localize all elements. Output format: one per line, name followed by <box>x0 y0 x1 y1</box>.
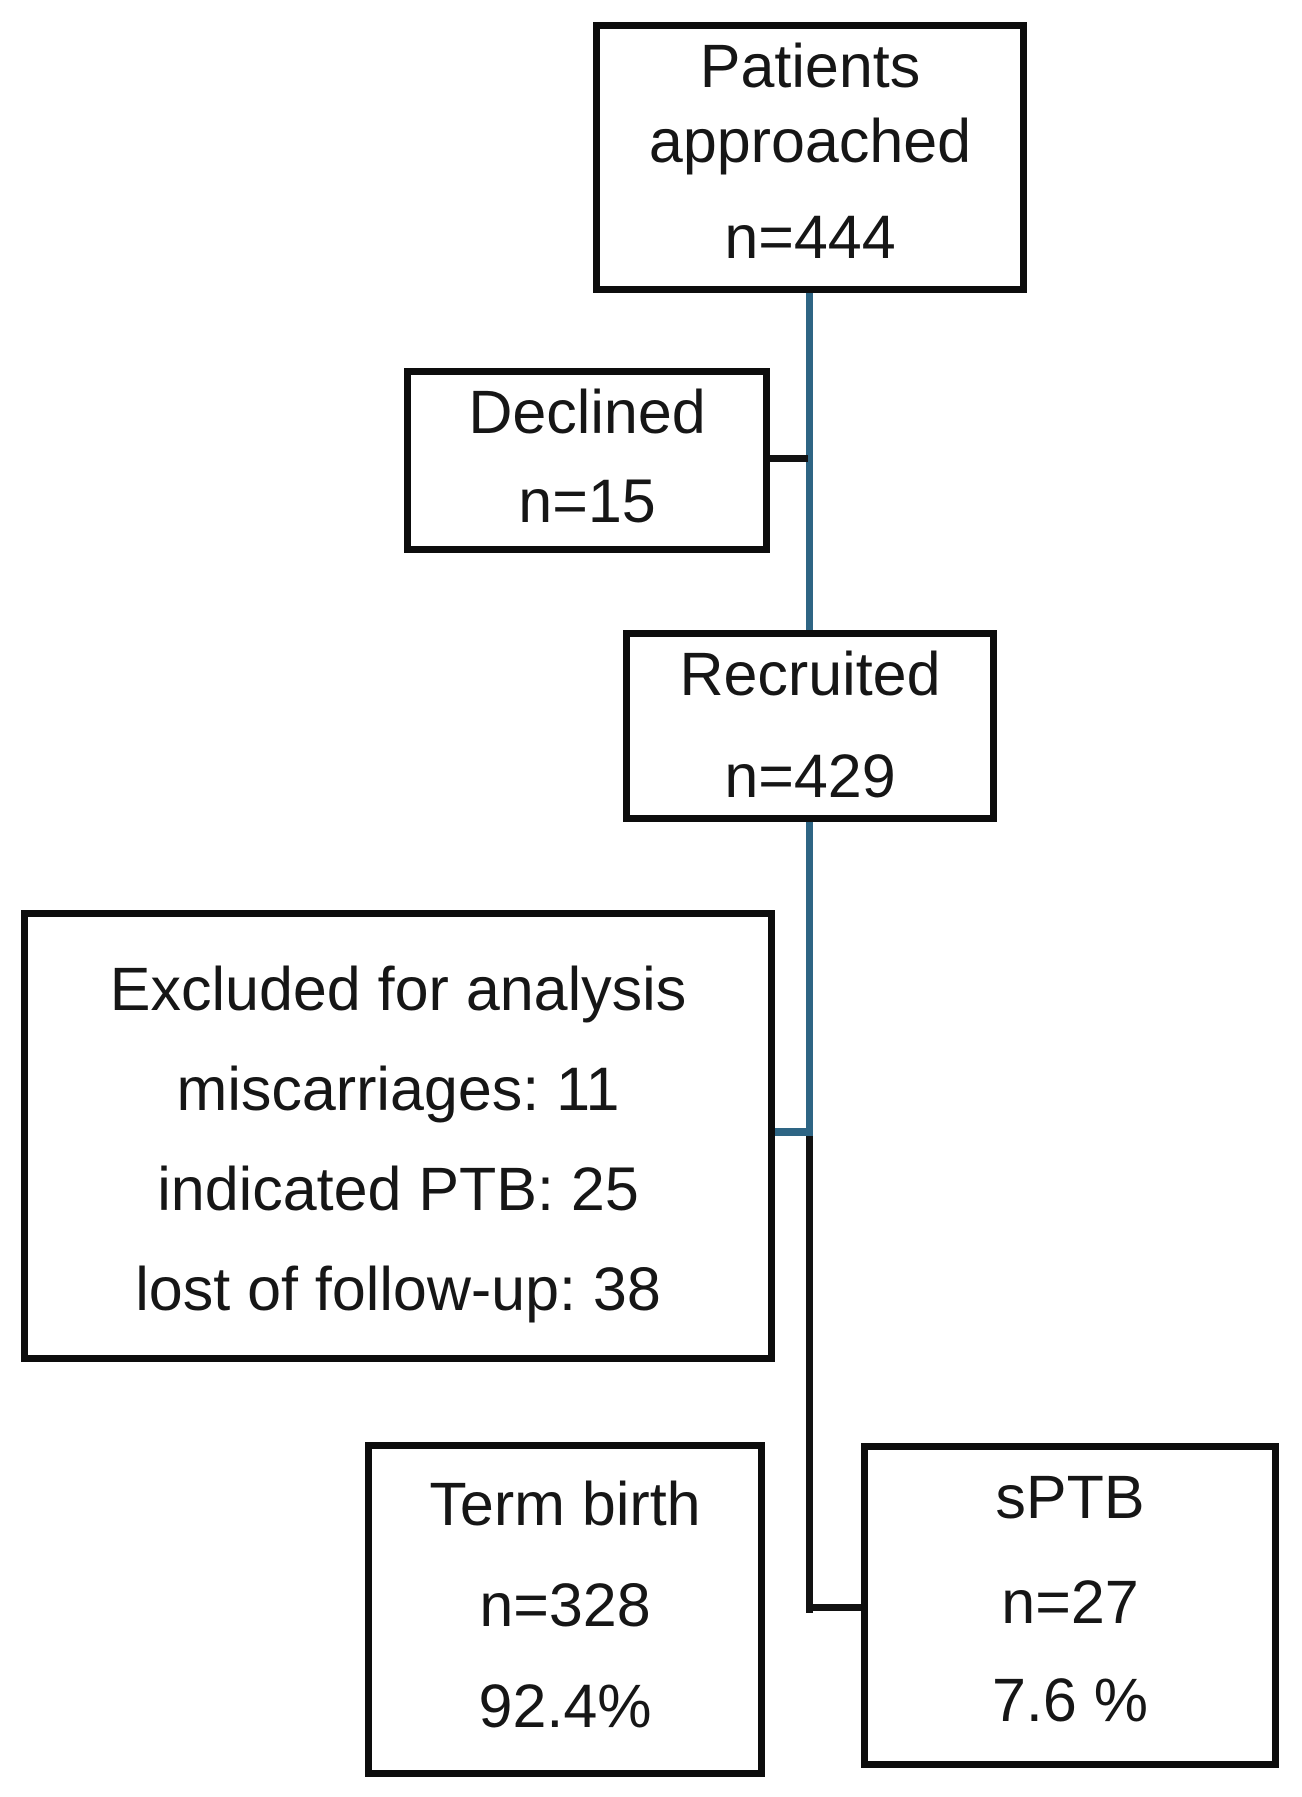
connector-recruited-down-line <box>806 818 813 1128</box>
sptb-count: n=27 <box>1001 1568 1139 1636</box>
connector-sptb-branch-line <box>806 1604 868 1611</box>
connector-patients-to-recruited-line <box>806 292 813 637</box>
box-recruited: Recruited n=429 <box>623 630 997 822</box>
excluded-item-miscarriages: miscarriages: 11 <box>176 1055 620 1123</box>
excluded-title: Excluded for analysis <box>109 955 687 1023</box>
excluded-item-indicated-ptb: indicated PTB: 25 <box>157 1155 639 1223</box>
box-sptb: sPTB n=27 7.6 % <box>861 1443 1279 1768</box>
declined-label: Declined <box>468 378 706 446</box>
box-term-birth: Term birth n=328 92.4% <box>365 1442 765 1777</box>
patients-approached-count: n=444 <box>724 203 896 271</box>
box-declined: Declined n=15 <box>404 368 770 553</box>
sptb-label: sPTB <box>995 1463 1145 1531</box>
connector-excluded-branch-line <box>770 1128 813 1136</box>
patients-approached-label-line1: Patients <box>699 32 921 100</box>
connector-declined-branch-line <box>766 455 808 462</box>
sptb-percent: 7.6 % <box>992 1666 1148 1734</box>
connector-down-to-outcomes-line <box>806 1136 813 1613</box>
term-birth-percent: 92.4% <box>478 1672 652 1740</box>
term-birth-count: n=328 <box>479 1571 651 1639</box>
declined-count: n=15 <box>518 467 656 535</box>
box-patients-approached: Patients approached n=444 <box>593 22 1027 293</box>
patients-approached-label-line2: approached <box>648 107 972 175</box>
recruited-label: Recruited <box>679 640 941 708</box>
term-birth-label: Term birth <box>429 1470 701 1538</box>
recruited-count: n=429 <box>724 742 896 810</box>
box-excluded-for-analysis: Excluded for analysis miscarriages: 11 i… <box>21 910 775 1362</box>
excluded-item-lost-follow-up: lost of follow-up: 38 <box>135 1255 661 1323</box>
